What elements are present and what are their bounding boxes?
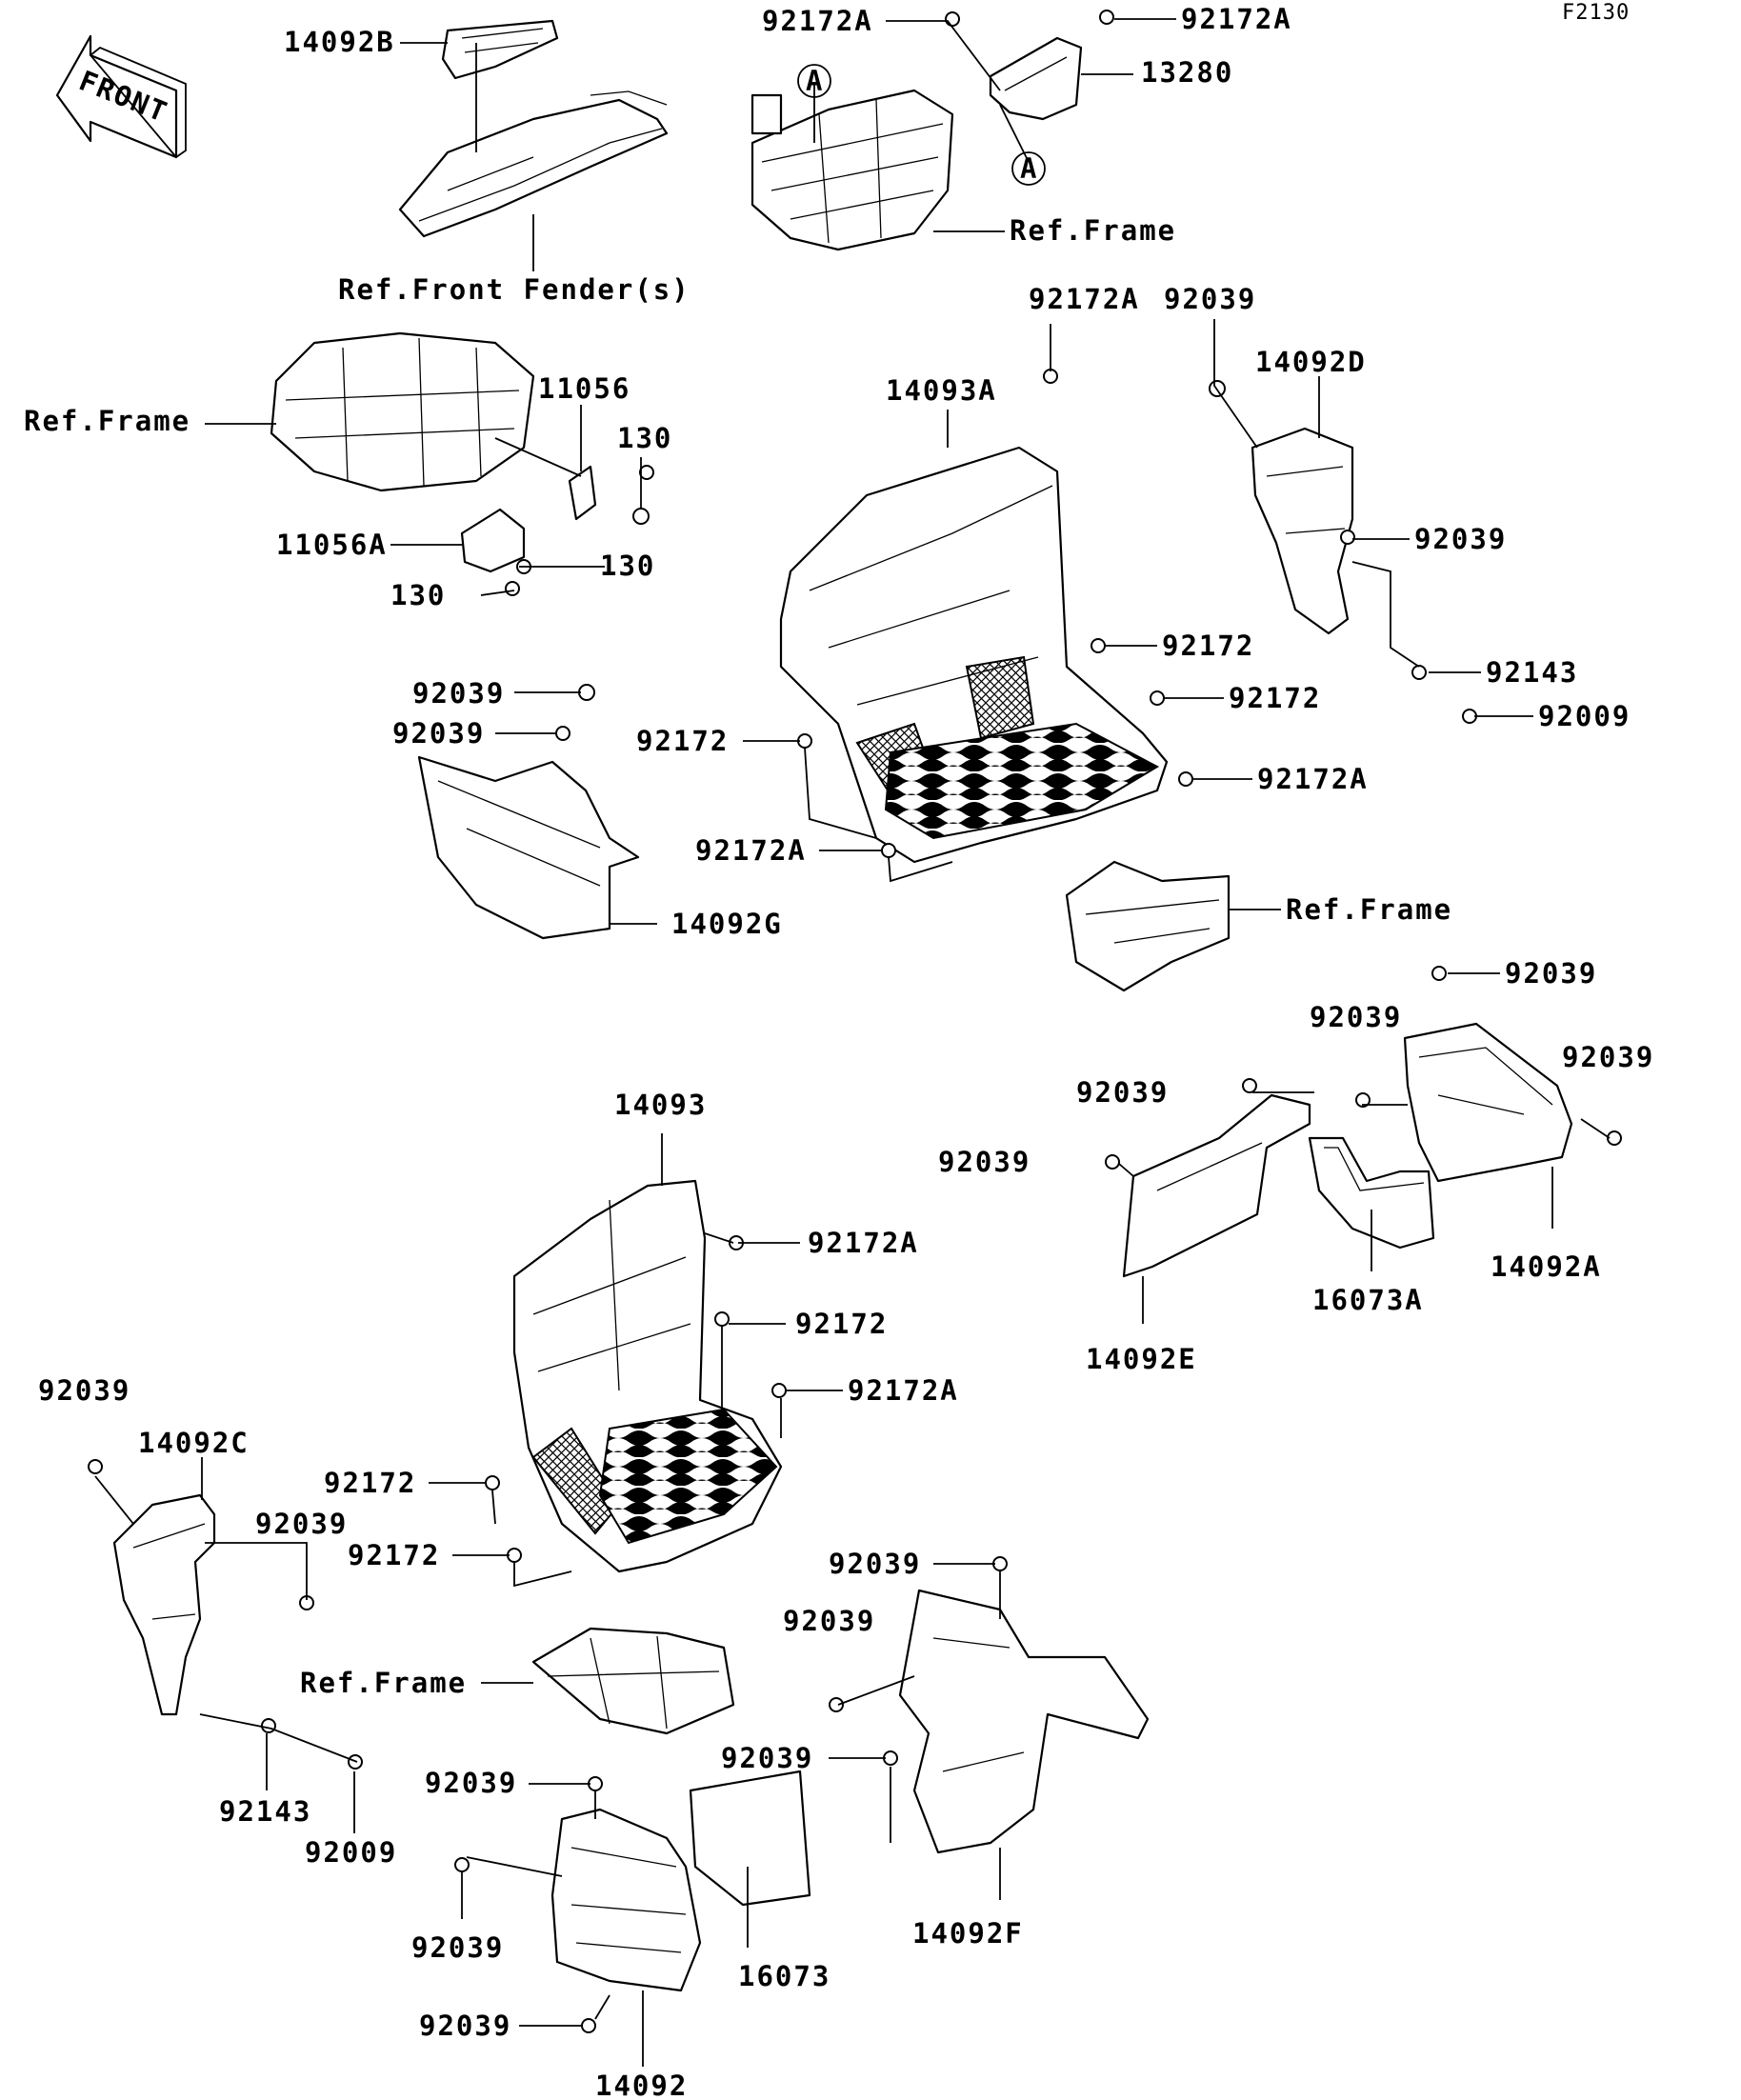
callout-92039: 92039	[1076, 1076, 1169, 1109]
callout-92009: 92009	[305, 1836, 397, 1869]
callout-ref-front-fender: Ref.Front Fender(s)	[338, 273, 690, 306]
callout-11056: 11056	[538, 372, 630, 405]
callout-ref-frame: Ref.Frame	[1010, 214, 1176, 247]
callout-92172a: 92172A	[808, 1227, 919, 1259]
fasteners	[88, 10, 1622, 2033]
callout-ref-frame: Ref.Frame	[24, 405, 190, 437]
ref-a-marker: A	[797, 64, 831, 98]
callout-14093a: 14093A	[886, 374, 997, 407]
diagram-code: F2130	[1562, 1, 1630, 25]
frame-low-ref	[531, 1627, 735, 1735]
callout-92172: 92172	[1162, 630, 1254, 662]
part-14092c	[112, 1493, 216, 1716]
callout-14093: 14093	[614, 1089, 707, 1121]
callout-92039: 92039	[1562, 1041, 1654, 1073]
callout-92039: 92039	[411, 1931, 504, 1964]
part-14092d	[1251, 427, 1354, 635]
callout-11056a: 11056A	[276, 529, 388, 561]
part-14092	[550, 1808, 702, 1992]
callout-92039: 92039	[1414, 523, 1507, 555]
frame-mid-ref	[1065, 860, 1231, 992]
callout-labels: 14092B 92172A 92172A 13280 A A Ref.Front…	[24, 3, 1654, 2100]
callout-ref-frame: Ref.Frame	[300, 1667, 467, 1699]
callout-13280: 13280	[1141, 56, 1233, 89]
callout-14092c: 14092C	[138, 1427, 250, 1459]
part-16073	[689, 1770, 811, 1907]
callout-92172: 92172	[1229, 682, 1321, 714]
callout-92039: 92039	[255, 1508, 348, 1540]
callout-92172a: 92172A	[1181, 3, 1292, 35]
callout-92143: 92143	[1486, 656, 1578, 689]
callout-92172a: 92172A	[1029, 283, 1140, 315]
callout-14092e: 14092E	[1086, 1343, 1197, 1375]
callout-92039: 92039	[425, 1767, 517, 1799]
callout-92039: 92039	[1164, 283, 1256, 315]
part-14092f	[898, 1589, 1150, 1854]
frame-top-ref	[750, 89, 954, 251]
callout-130: 130	[390, 579, 446, 611]
callout-14092b: 14092B	[284, 26, 395, 58]
ref-a-label: A	[1020, 152, 1038, 185]
callout-92039: 92039	[392, 717, 485, 750]
callout-92172a: 92172A	[762, 5, 873, 37]
callout-92039: 92039	[38, 1374, 130, 1407]
leader-lines	[94, 18, 1611, 2067]
part-11056	[568, 465, 597, 521]
front-arrow-icon: FRONT	[55, 34, 187, 159]
front-fender-ref	[398, 90, 669, 238]
callout-14092a: 14092A	[1491, 1250, 1602, 1283]
callout-92039: 92039	[721, 1742, 813, 1774]
callout-130: 130	[617, 422, 672, 454]
callout-130: 130	[600, 550, 655, 582]
part-14092a	[1403, 1022, 1573, 1183]
callout-16073a: 16073A	[1312, 1284, 1424, 1316]
callout-14092g: 14092G	[671, 908, 783, 940]
callout-92172a: 92172A	[695, 834, 807, 867]
part-14093	[512, 1179, 783, 1573]
callout-92039: 92039	[419, 2010, 511, 2042]
callout-92039: 92039	[938, 1146, 1031, 1178]
callout-ref-frame: Ref.Frame	[1286, 893, 1452, 926]
callout-92172: 92172	[324, 1467, 416, 1499]
callout-92039: 92039	[783, 1605, 875, 1637]
callout-92172: 92172	[636, 725, 729, 757]
part-14093a	[779, 446, 1169, 864]
part-13280	[989, 36, 1083, 121]
part-14092g	[417, 755, 640, 940]
callout-92172a: 92172A	[848, 1374, 959, 1407]
callout-92172: 92172	[795, 1308, 888, 1340]
callout-92039: 92039	[412, 677, 505, 710]
callout-92009: 92009	[1538, 700, 1631, 732]
callout-14092d: 14092D	[1255, 346, 1367, 378]
ref-a-marker: A	[1011, 151, 1046, 186]
ref-a-label: A	[806, 65, 824, 97]
callout-92143: 92143	[219, 1795, 311, 1828]
callout-92172: 92172	[348, 1539, 440, 1571]
callout-14092: 14092	[595, 2070, 688, 2100]
part-16073a	[1308, 1136, 1435, 1250]
callout-92039: 92039	[1310, 1001, 1402, 1033]
part-14092e	[1122, 1093, 1311, 1278]
part-14092b	[441, 19, 559, 80]
callout-92172a: 92172A	[1257, 763, 1369, 795]
callout-14092f: 14092F	[912, 1917, 1024, 1950]
callout-92039: 92039	[829, 1548, 921, 1580]
callout-16073: 16073	[738, 1960, 830, 1992]
callout-92039: 92039	[1505, 957, 1597, 990]
part-11056a	[460, 508, 526, 573]
frame-left-ref	[270, 331, 535, 492]
